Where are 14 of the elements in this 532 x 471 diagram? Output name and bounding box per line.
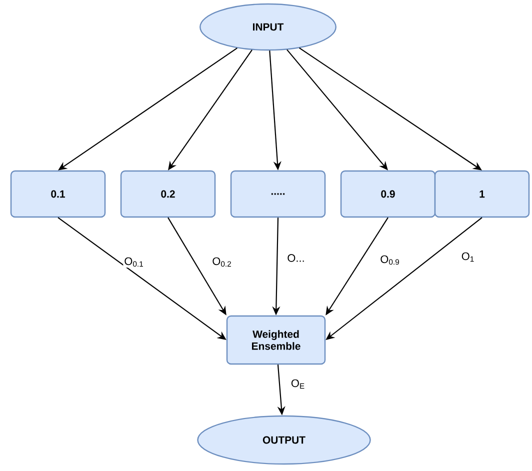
- process-box: 0.2: [120, 170, 216, 218]
- edge-label: O$_{0.1}$: [123, 256, 145, 268]
- process-box: 1: [434, 170, 530, 218]
- edge-label: O$_{E}$: [290, 378, 306, 390]
- edge-label: O$_{0.9}$: [379, 254, 401, 266]
- process-box: .....: [230, 170, 326, 218]
- ellipse-node: OUTPUT: [197, 415, 371, 465]
- process-box: 0.9: [340, 170, 436, 218]
- ellipse-node: INPUT: [200, 3, 336, 51]
- process-box: 0.1: [10, 170, 106, 218]
- edge-label: O$_{0.2}$: [211, 256, 233, 268]
- process-box: Weighted Ensemble: [226, 315, 326, 365]
- edge-label: O...: [286, 253, 306, 263]
- edge-label: O$_{1}$: [460, 251, 476, 263]
